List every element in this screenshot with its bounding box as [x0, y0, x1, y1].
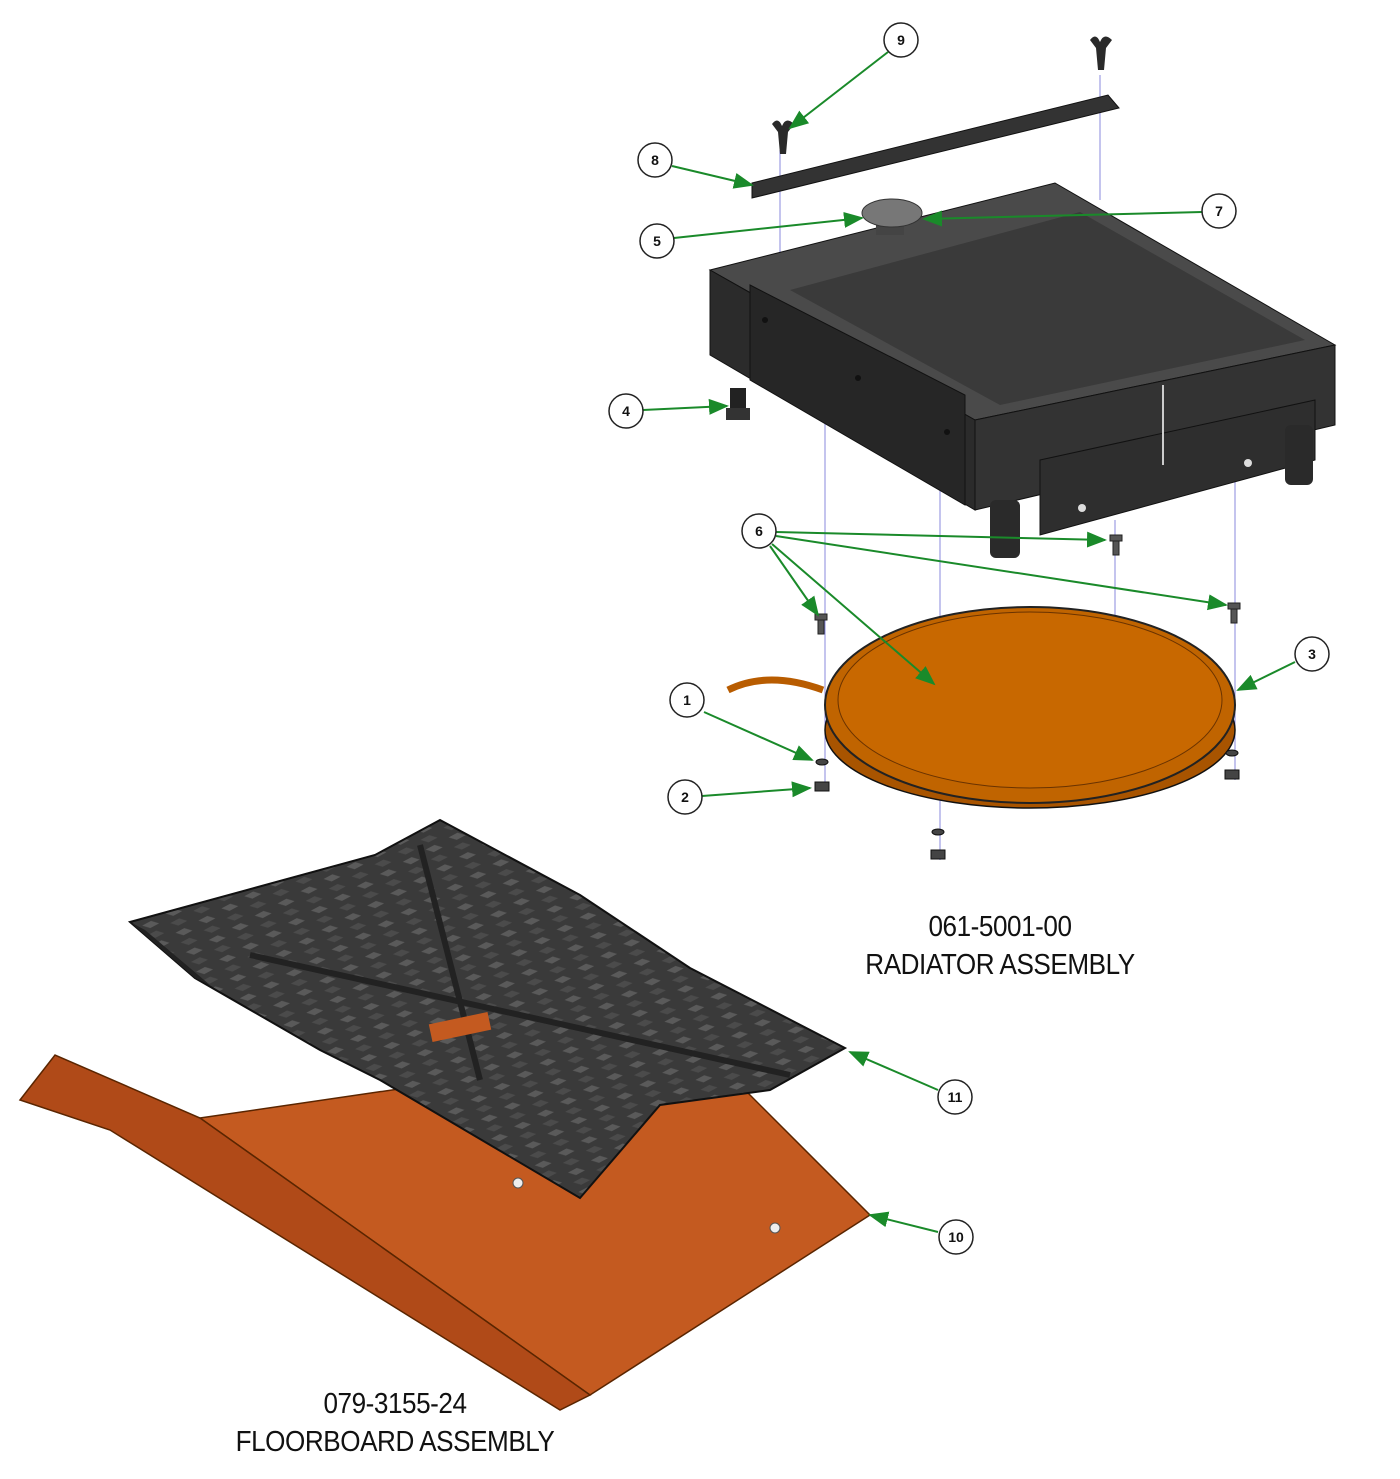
callout-bubble-7: 7	[1201, 193, 1237, 229]
floorboard-title: FLOORBOARD ASSEMBLY	[235, 1426, 555, 1458]
drain-plug-part	[726, 388, 750, 420]
callout-bubble-10: 10	[938, 1219, 974, 1255]
svg-text:11: 11	[948, 1089, 963, 1105]
callout-bubble-6: 6	[741, 513, 777, 549]
svg-text:8: 8	[651, 152, 659, 168]
svg-text:7: 7	[1215, 203, 1223, 219]
svg-text:1: 1	[683, 692, 691, 708]
callout-bubble-1: 1	[669, 682, 705, 718]
leader-arrows	[642, 51, 1296, 1233]
radiator-title: RADIATOR ASSEMBLY	[865, 949, 1135, 981]
callout-bubble-2: 2	[667, 779, 703, 815]
radiator-body-part	[708, 182, 1337, 558]
callout-bubble-9: 9	[883, 22, 919, 58]
svg-text:9: 9	[897, 32, 905, 48]
callout-bubble-4: 4	[608, 393, 644, 429]
svg-text:4: 4	[622, 403, 630, 419]
svg-text:10: 10	[948, 1229, 964, 1245]
svg-text:2: 2	[681, 789, 689, 805]
callout-bubble-11: 11	[937, 1079, 973, 1115]
callout-bubble-8: 8	[637, 142, 673, 178]
hold-down-bar-part	[751, 94, 1120, 199]
radiator-assembly-label: 061-5001-00 RADIATOR ASSEMBLY	[847, 908, 1153, 984]
fan-shroud-part	[726, 606, 1236, 809]
svg-text:5: 5	[653, 233, 661, 249]
floorboard-assembly-label: 079-3155-24 FLOORBOARD ASSEMBLY	[229, 1385, 562, 1461]
svg-text:3: 3	[1308, 646, 1316, 662]
svg-text:6: 6	[755, 523, 763, 539]
callout-bubble-3: 3	[1294, 636, 1330, 672]
callout-bubble-5: 5	[639, 223, 675, 259]
radiator-part-number: 061-5001-00	[928, 911, 1072, 943]
floor-mat-part	[127, 818, 848, 1200]
floorboard-part-number: 079-3155-24	[323, 1388, 467, 1420]
nut-washer-parts	[814, 749, 1240, 860]
